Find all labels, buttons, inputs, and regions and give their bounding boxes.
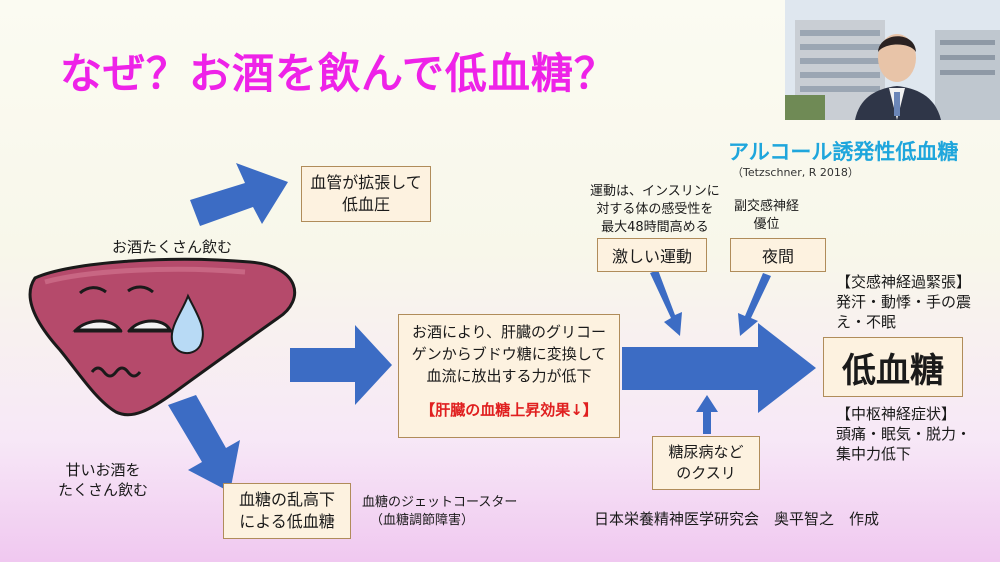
liver-icon [28, 257, 297, 417]
arrow-exercise-down [650, 270, 682, 336]
arrow-up-right [190, 163, 288, 226]
syndrome-heading: アルコール誘発性低血糖 [728, 140, 959, 164]
arrow-down-right [168, 395, 240, 492]
liver-effect-label: 【肝臓の血糖上昇効果↓】 [420, 401, 598, 419]
box-liver-mechanism: お酒により、肝臓のグリコー ゲンからブドウ糖に変換して 血流に放出する力が低下 … [398, 314, 620, 438]
box-intense-exercise: 激しい運動 [597, 238, 707, 272]
label-sweet-drink: 甘いお酒を たくさん飲む [58, 461, 149, 499]
note-jet-coaster: 血糖のジェットコースター （血糖調節障害） [362, 495, 518, 528]
cns-symptoms: 【中枢神経症状】 頭痛・眠気・脱力・ 集中力低下 [836, 405, 972, 463]
box-vasodilation: 血管が拡張して低血圧 [301, 166, 431, 222]
label-drink-lot: お酒たくさん飲む [112, 238, 233, 256]
box-diabetes-drugs: 糖尿病などのクスリ [652, 436, 760, 490]
arrow-liver-to-mechanism [290, 325, 392, 405]
box-hypoglycemia: 低血糖 [823, 337, 963, 397]
presenter-photo [785, 0, 1000, 120]
night-note: 副交感神経 優位 [734, 199, 800, 232]
arrow-drug-up [696, 395, 718, 434]
sympathetic-symptoms: 【交感神経過緊張】 発汗・動悸・手の震 え・不眠 [836, 273, 972, 331]
arrow-to-hypoglycemia [622, 323, 816, 413]
exercise-note: 運動は、インスリンに 対する体の感受性を 最大48時間高める [590, 184, 720, 235]
author-credit: 日本栄養精神医学研究会 奥平智之 作成 [594, 510, 880, 528]
page-title: なぜ？お酒を飲んで低血糖？ [60, 49, 617, 98]
box-night: 夜間 [730, 238, 826, 272]
citation: （Tetzschner, R 2018） [732, 166, 859, 179]
box-glucose-spike: 血糖の乱高下による低血糖 [223, 483, 351, 539]
arrow-night-down [738, 273, 771, 336]
